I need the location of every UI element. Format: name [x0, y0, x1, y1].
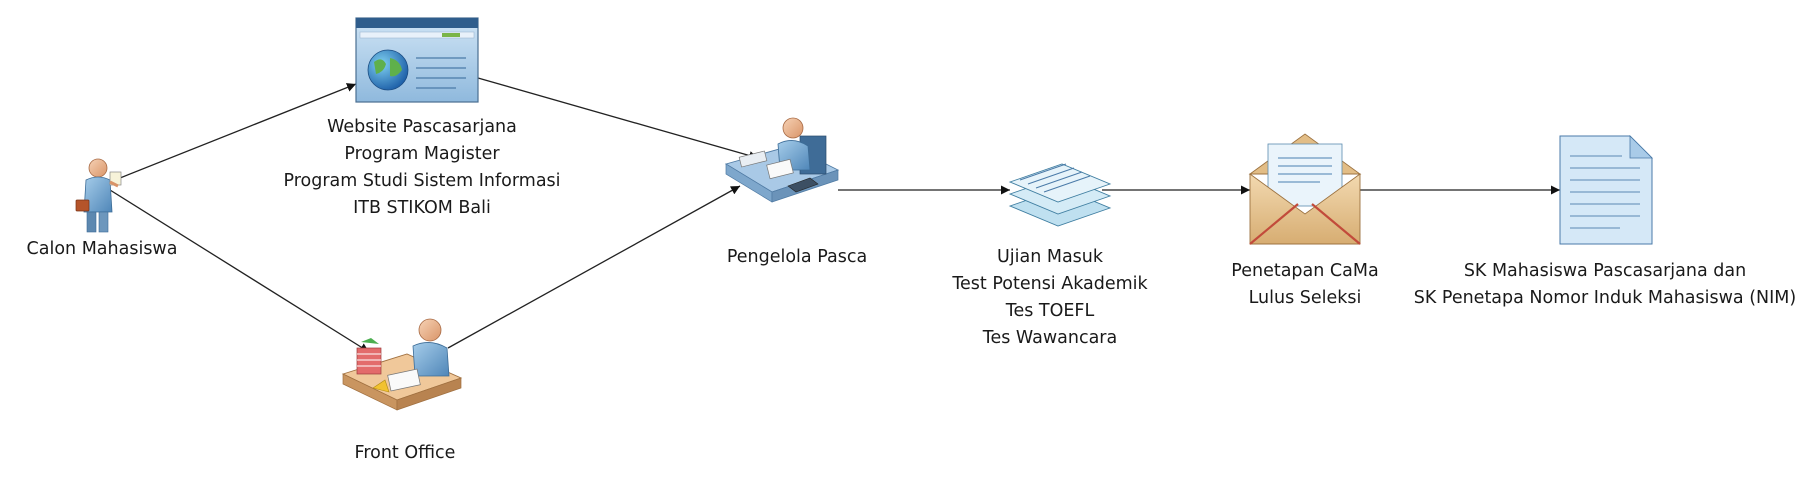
label-pengelola-pasca: Pengelola Pasca: [702, 244, 892, 271]
connector-front-pengelola: [447, 185, 741, 349]
label-website: Website Pascasarjana Program Magister Pr…: [262, 114, 582, 222]
connector-calon-website: [109, 83, 357, 183]
label-calon-mahasiswa: Calon Mahasiswa: [22, 236, 182, 263]
envelope-letter-icon: [1248, 133, 1362, 245]
label-sk: SK Mahasiswa Pascasarjana dan SK Penetap…: [1400, 258, 1810, 312]
label-ujian-masuk: Ujian Masuk Test Potensi Akademik Tes TO…: [930, 244, 1170, 352]
connector-website-pengelola: [477, 77, 759, 160]
label-line: Tes Wawancara: [982, 328, 1118, 348]
admin-desk-icon: [724, 117, 840, 203]
label-line: Penetapan CaMa: [1231, 261, 1379, 281]
person-icon: [75, 158, 122, 233]
document-icon: [1559, 135, 1653, 245]
label-line: SK Penetapa Nomor Induk Mahasiswa (NIM): [1413, 288, 1797, 308]
connector-group: [109, 77, 1560, 353]
label-line: Ujian Masuk: [996, 247, 1104, 267]
website-globe-icon: [355, 17, 479, 103]
label-front-office: Front Office: [330, 440, 480, 467]
label-line: Test Potensi Akademik: [952, 274, 1148, 294]
label-line: Calon Mahasiswa: [26, 239, 178, 259]
label-line: SK Mahasiswa Pascasarjana dan: [1463, 261, 1747, 281]
label-line: Lulus Seleksi: [1248, 288, 1362, 308]
paper-stack-icon: [1008, 163, 1112, 227]
label-line: ITB STIKOM Bali: [353, 198, 491, 218]
front-office-desk-icon: [341, 318, 463, 411]
label-line: Program Studi Sistem Informasi: [283, 171, 561, 191]
label-line: Pengelola Pasca: [726, 247, 868, 267]
label-penetapan: Penetapan CaMa Lulus Seleksi: [1210, 258, 1400, 312]
label-line: Website Pascasarjana: [327, 117, 517, 137]
connector-calon-front: [109, 189, 370, 353]
label-line: Front Office: [354, 443, 456, 463]
label-line: Tes TOEFL: [1005, 301, 1095, 321]
label-line: Program Magister: [344, 144, 500, 164]
